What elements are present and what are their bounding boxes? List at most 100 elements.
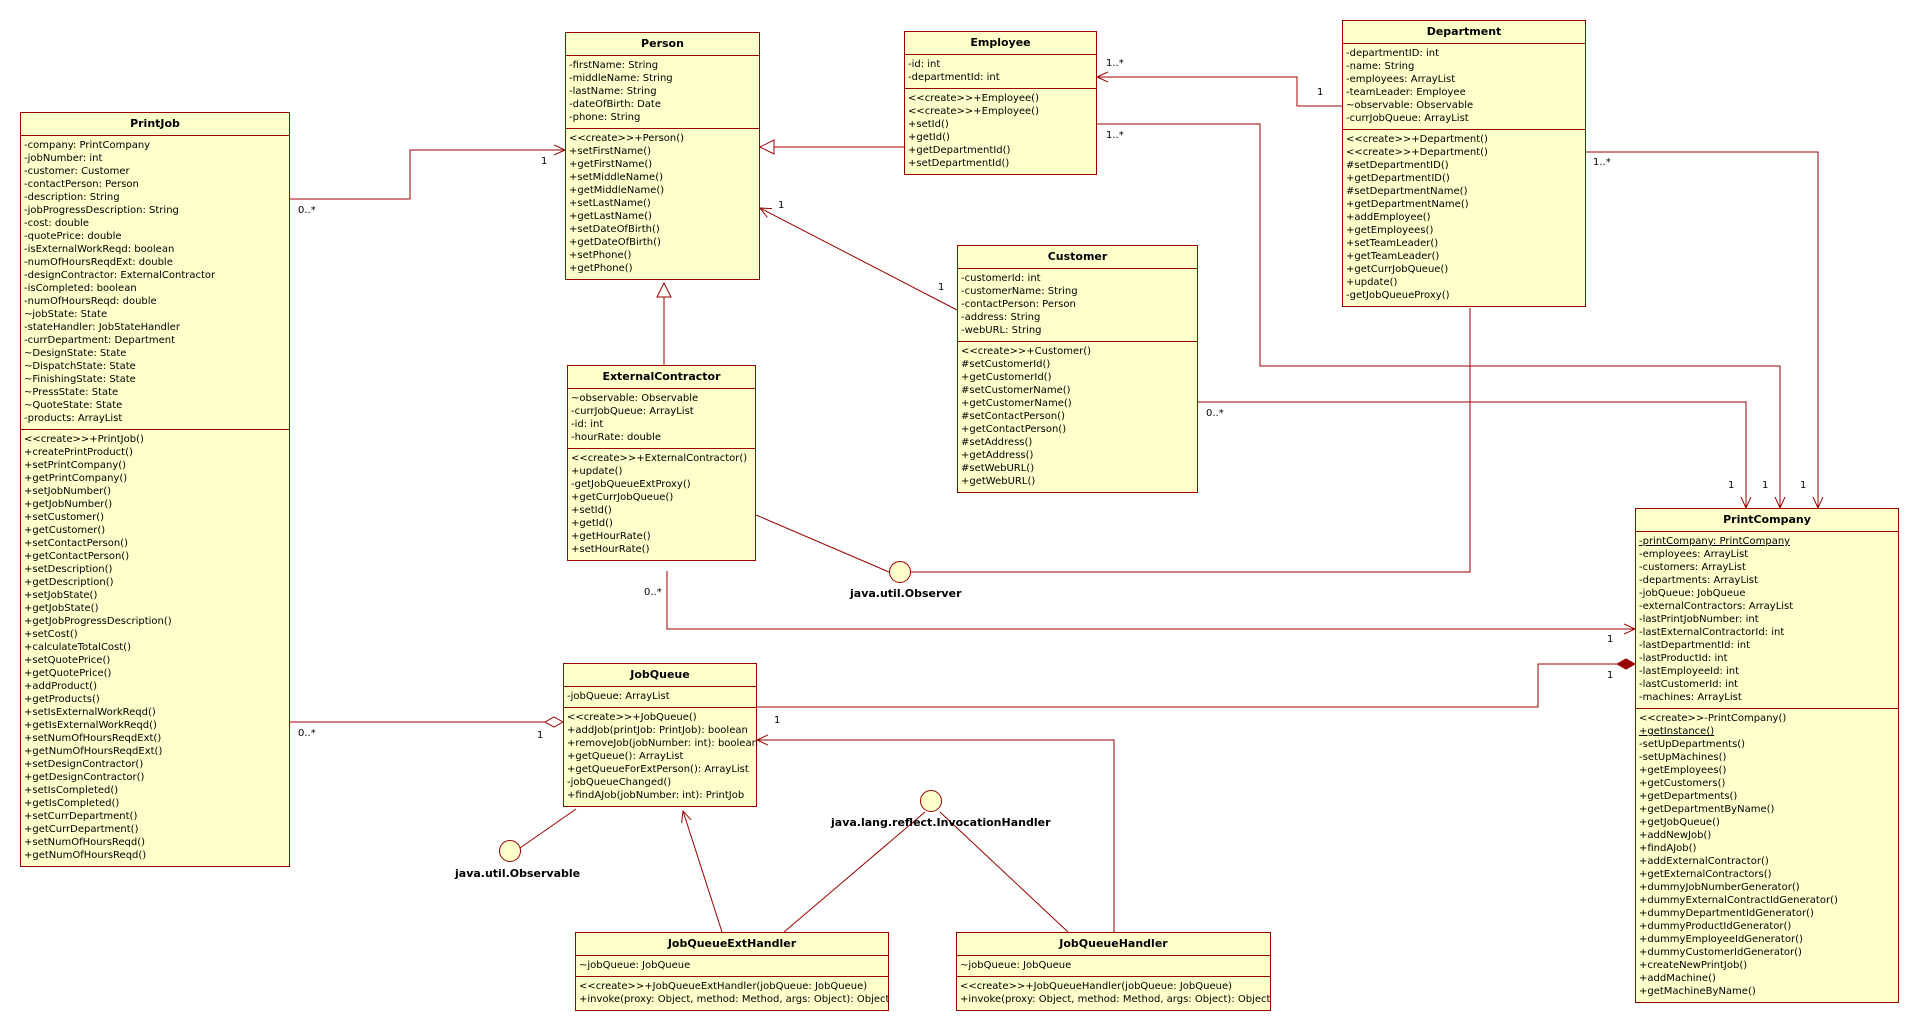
class-attribute: -contactPerson: Person <box>24 179 139 190</box>
class-printcompany[interactable]: PrintCompany -printCompany: PrintCompany -… <box>1635 508 1899 1003</box>
mult-ext-company-dst: 1 <box>1607 634 1614 645</box>
class-operation: +getDepartmentID() <box>1346 173 1450 184</box>
class-attribute: -lastPrintJobNumber: int <box>1639 614 1759 625</box>
class-externalcontractor[interactable]: ExternalContractor~observable: Observabl… <box>567 365 756 561</box>
class-attribute: -numOfHoursReqdExt: double <box>24 257 173 268</box>
class-attribute: ~QuoteState: State <box>24 400 123 411</box>
class-operation: +dummyExternalContractIdGenerator() <box>1639 895 1838 906</box>
class-employee[interactable]: Employee-id: int-departmentId: int<<crea… <box>904 31 1097 175</box>
operations-section: <<create>>+JobQueueHandler(jobQueue: Job… <box>957 977 1270 1010</box>
observable-interface-label: java.util.Observable <box>455 867 581 880</box>
class-attribute: -departmentId: int <box>908 72 1000 83</box>
class-jobqueue[interactable]: JobQueue-jobQueue: ArrayList<<create>>+J… <box>563 663 758 807</box>
class-operation: +calculateTotalCost() <box>24 642 131 653</box>
class-attribute: -currJobQueue: ArrayList <box>1346 113 1469 124</box>
class-operation: +getEmployees() <box>1346 225 1434 236</box>
class-attribute: -quotePrice: double <box>24 231 122 242</box>
class-attribute: -printCompany: PrintCompany <box>1639 536 1791 547</box>
assoc-handler-jobqueue <box>757 740 1115 932</box>
class-operation: +getDateOfBirth() <box>569 237 661 248</box>
mult-customer-person-dst: 1 <box>778 200 785 211</box>
class-attribute: -numOfHoursReqd: double <box>24 296 157 307</box>
class-operation: +getExternalContractors() <box>1639 869 1772 880</box>
class-operation: +getJobState() <box>24 603 99 614</box>
class-operation: +getId() <box>908 132 950 143</box>
class-name: PrintJob <box>21 113 289 136</box>
class-operation: +setId() <box>908 119 949 130</box>
class-name: Employee <box>905 32 1096 55</box>
class-attribute: ~jobQueue: JobQueue <box>960 960 1072 971</box>
class-operation: +getJobNumber() <box>24 499 113 510</box>
class-operation: -setUpDepartments() <box>1639 739 1746 750</box>
class-attribute: ~DispatchState: State <box>24 361 136 372</box>
class-attribute: -jobNumber: int <box>24 153 103 164</box>
class-customer[interactable]: Customer-customerId: int-customerName: S… <box>957 245 1198 493</box>
class-name: PrintCompany <box>1636 509 1898 532</box>
class-operation: +getQueue(): ArrayList <box>567 751 684 762</box>
class-operation: <<create>>-PrintCompany() <box>1639 713 1787 724</box>
class-operation: +getIsCompleted() <box>24 798 120 809</box>
class-attribute: -lastEmployeeId: int <box>1639 666 1740 677</box>
class-attribute: -lastName: String <box>569 86 657 97</box>
class-attribute: -currJobQueue: ArrayList <box>571 406 694 417</box>
operations-section: <<create>>+JobQueueExtHandler(jobQueue: … <box>576 977 889 1010</box>
class-attribute: -contactPerson: Person <box>961 299 1076 310</box>
realization-department-observer <box>911 308 1471 573</box>
class-operation: +getNumOfHoursReqd() <box>24 850 147 861</box>
attributes-section: ~observable: Observable -currJobQueue: Ar… <box>568 389 755 449</box>
mult-printjob-person-dst: 1 <box>541 156 548 167</box>
class-operation: +getPhone() <box>569 263 633 274</box>
class-name: JobQueueHandler <box>957 933 1270 956</box>
mult-jobqueue-company-dst: 1 <box>1607 670 1614 681</box>
assoc-department-employee <box>1097 77 1346 107</box>
attributes-section: -jobQueue: ArrayList <box>564 687 756 708</box>
class-attribute: -currDepartment: Department <box>24 335 176 346</box>
class-operation: +setLastName() <box>569 198 651 209</box>
class-department[interactable]: Department-departmentID: int-name: Strin… <box>1342 20 1586 307</box>
class-operation: +getDepartments() <box>1639 791 1738 802</box>
class-attribute: -departmentID: int <box>1346 48 1440 59</box>
class-attribute: -lastProductId: int <box>1639 653 1728 664</box>
class-operation: +findAJob() <box>1639 843 1697 854</box>
class-attribute: -isExternalWorkReqd: boolean <box>24 244 175 255</box>
class-operation: +getDepartmentName() <box>1346 199 1469 210</box>
assoc-exthandler-jobqueue <box>683 811 723 933</box>
realization-exthandler-invocation <box>783 811 926 933</box>
class-attribute: ~observable: Observable <box>571 393 699 404</box>
class-operation: #setWebURL() <box>961 463 1035 474</box>
class-operation: +addExternalContractor() <box>1639 856 1769 867</box>
class-attribute: -machines: ArrayList <box>1639 692 1742 703</box>
class-operation: +getProducts() <box>24 694 100 705</box>
class-operation: +getIsExternalWorkReqd() <box>24 720 157 731</box>
class-attribute: ~DesignState: State <box>24 348 127 359</box>
class-operation: +getHourRate() <box>571 531 651 542</box>
class-person[interactable]: Person-firstName: String-middleName: Str… <box>565 32 760 280</box>
class-attribute: -jobQueue: JobQueue <box>1639 588 1746 599</box>
operations-section: <<create>>+Customer()#setCustomerId()+ge… <box>958 342 1197 492</box>
attributes-section: ~jobQueue: JobQueue <box>576 956 888 977</box>
assoc-printjob-person <box>290 150 565 200</box>
class-jobqueuehandler[interactable]: JobQueueHandler ~jobQueue: JobQueue <<crea… <box>956 932 1271 1011</box>
class-attribute: -middleName: String <box>569 73 673 84</box>
class-jobqueueexthandler[interactable]: JobQueueExtHandler~jobQueue: JobQueue<<c… <box>575 932 889 1011</box>
class-name: JobQueue <box>564 664 756 687</box>
class-attribute: -lastCustomerId: int <box>1639 679 1739 690</box>
realization-handler-invocation <box>939 811 1069 933</box>
assoc-department-company <box>1586 151 1818 508</box>
class-operation: +createPrintProduct() <box>24 447 133 458</box>
class-operation: +setJobNumber() <box>24 486 112 497</box>
class-operation: #setDepartmentName() <box>1346 186 1468 197</box>
class-printjob[interactable]: PrintJob -company: PrintCompany -jobNumber… <box>20 112 290 867</box>
class-operation: <<create>>+PrintJob() <box>24 434 144 445</box>
operations-section: <<create>>+JobQueue()+addJob(printJob: P… <box>564 708 758 806</box>
class-attribute: -employees: ArrayList <box>1639 549 1749 560</box>
class-operation: +setMiddleName() <box>569 172 663 183</box>
class-operation: <<create>>+JobQueue() <box>567 712 697 723</box>
class-operation: +getJobProgressDescription() <box>24 616 172 627</box>
class-attribute: -isCompleted: boolean <box>24 283 137 294</box>
class-attribute: -company: PrintCompany <box>24 140 151 151</box>
class-operation: +getCurrJobQueue() <box>571 492 674 503</box>
operations-section: <<create>>+ExternalContractor()+update()… <box>568 449 755 560</box>
class-operation: +dummyCustomerIdGenerator() <box>1639 947 1802 958</box>
class-operation: +getCustomerName() <box>961 398 1072 409</box>
